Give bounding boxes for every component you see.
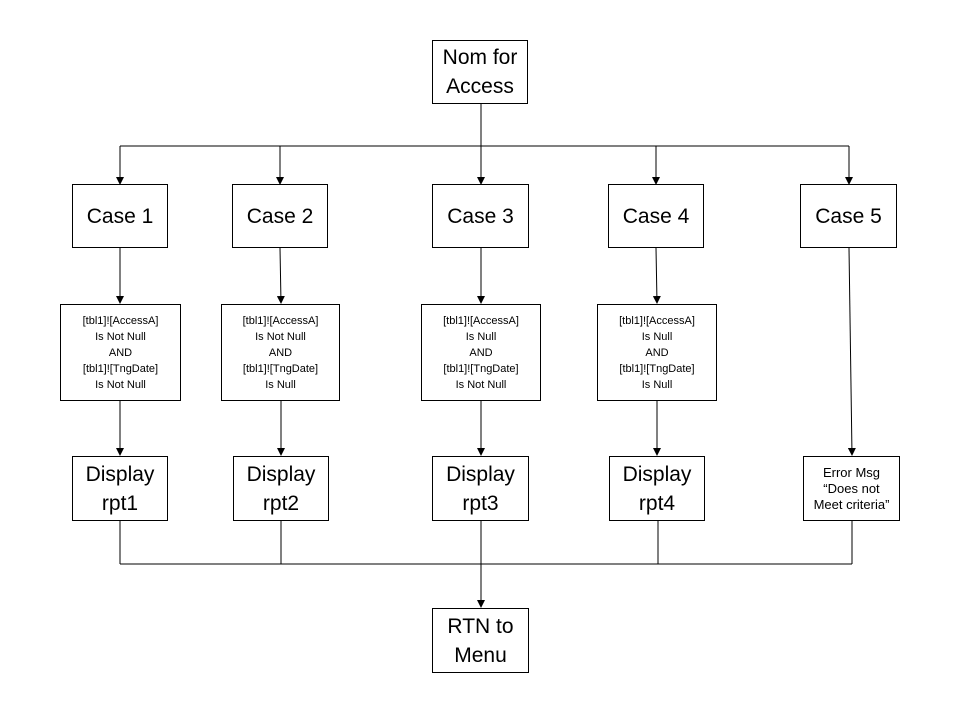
case-5-node: Case 5 <box>800 184 897 248</box>
case-3-node: Case 3 <box>432 184 529 248</box>
display-rpt1-label: Display rpt1 <box>85 462 155 515</box>
condition-4-label: [tbl1]![AccessA] Is Null AND [tbl1]![Tng… <box>619 314 695 391</box>
condition-3-node: [tbl1]![AccessA] Is Null AND [tbl1]![Tng… <box>421 304 541 401</box>
case-2-node: Case 2 <box>232 184 328 248</box>
case-1-node: Case 1 <box>72 184 168 248</box>
condition-1-node: [tbl1]![AccessA] Is Not Null AND [tbl1]!… <box>60 304 181 401</box>
condition-3-label: [tbl1]![AccessA] Is Null AND [tbl1]![Tng… <box>443 314 519 391</box>
condition-4-node: [tbl1]![AccessA] Is Null AND [tbl1]![Tng… <box>597 304 717 401</box>
case-3-label: Case 3 <box>447 204 514 228</box>
display-rpt4-node: Display rpt4 <box>609 456 705 521</box>
arrow-case-5-to-error <box>847 247 856 456</box>
end-node: RTN to Menu <box>432 608 529 673</box>
start-node-label: Nom for Access <box>442 46 518 98</box>
case-4-node: Case 4 <box>608 184 704 248</box>
case-4-label: Case 4 <box>622 204 690 228</box>
display-rpt3-label: Display rpt3 <box>446 462 515 515</box>
case-1-label: Case 1 <box>86 204 154 228</box>
condition-2-label: [tbl1]![AccessA] Is Not Null AND [tbl1]!… <box>242 314 319 391</box>
display-rpt3-node: Display rpt3 <box>432 456 529 521</box>
start-node: Nom for Access <box>432 40 528 104</box>
arrow-case-2-to-condition-2 <box>276 247 285 304</box>
end-node-label: RTN to Menu <box>447 614 514 667</box>
display-rpt1-node: Display rpt1 <box>72 456 168 521</box>
error-message-label: Error Msg “Does not Meet criteria” <box>813 464 890 512</box>
display-rpt2-label: Display rpt2 <box>246 462 316 515</box>
case-2-label: Case 2 <box>246 204 314 228</box>
error-message-node: Error Msg “Does not Meet criteria” <box>803 456 900 521</box>
condition-1-label: [tbl1]![AccessA] Is Not Null AND [tbl1]!… <box>82 314 159 391</box>
arrow-case-4-to-condition-4 <box>652 247 661 304</box>
case-5-label: Case 5 <box>815 204 882 228</box>
display-rpt4-label: Display rpt4 <box>622 462 692 515</box>
display-rpt2-node: Display rpt2 <box>233 456 329 521</box>
condition-2-node: [tbl1]![AccessA] Is Not Null AND [tbl1]!… <box>221 304 340 401</box>
